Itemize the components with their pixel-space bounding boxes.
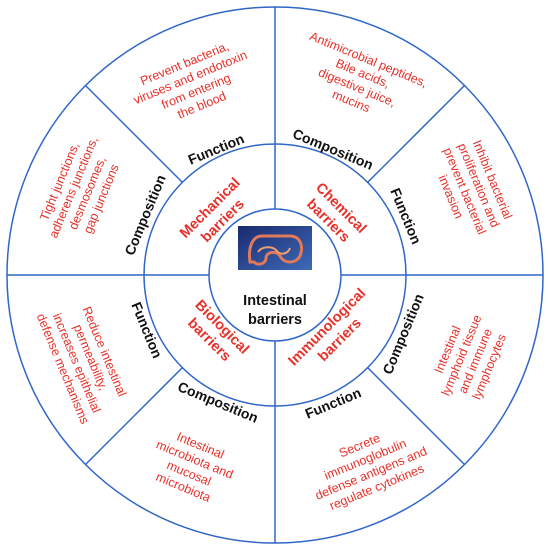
mechanical-composition-label: Composition [121, 172, 169, 257]
chemical-function-text: Inhibit bacterial proliferation and prev… [436, 138, 515, 236]
svg-text:Composition: Composition [290, 125, 375, 173]
svg-text:Function: Function [303, 384, 364, 421]
svg-text:Function: Function [387, 186, 424, 247]
divider-outer-se [367, 367, 466, 466]
chemical-composition-label: Composition [290, 125, 375, 173]
biological-composition-label: Composition [175, 378, 260, 426]
divider-outer-nw [84, 84, 183, 183]
center-title-line2: barriers [248, 312, 302, 328]
svg-text:Composition: Composition [121, 172, 169, 257]
biological-function-text: Reduce intestinal permeability, increase… [34, 305, 129, 426]
immunological-function-text: Secrete immunoglobulin defense antigens … [313, 431, 429, 513]
biological-barriers-label: Biological barriers [184, 297, 252, 365]
mechanical-composition-text: Tight junctions, adherens junctions, des… [37, 135, 122, 241]
mechanical-function-text: Prevent bacteria, viruses and endotoxin … [131, 39, 249, 121]
svg-text:Function: Function [128, 300, 165, 361]
biological-composition-text: Intestinal microbiota and mucosal microb… [154, 430, 235, 505]
svg-text:Composition: Composition [175, 378, 260, 426]
chemical-function-label: Function [387, 186, 424, 247]
immunological-function-label: Function [303, 384, 364, 421]
divider-outer-sw [84, 367, 183, 466]
biological-function-label: Function [128, 300, 165, 361]
chemical-composition-text: Antimicrobial peptides, Bile acids, dige… [308, 29, 430, 115]
immunological-composition-text: Intestinal lymphoid tissue and immune ly… [432, 313, 509, 402]
center-title-line1: Intestinal [243, 293, 307, 309]
intestine-image [238, 226, 312, 270]
divider-outer-ne [367, 84, 466, 183]
